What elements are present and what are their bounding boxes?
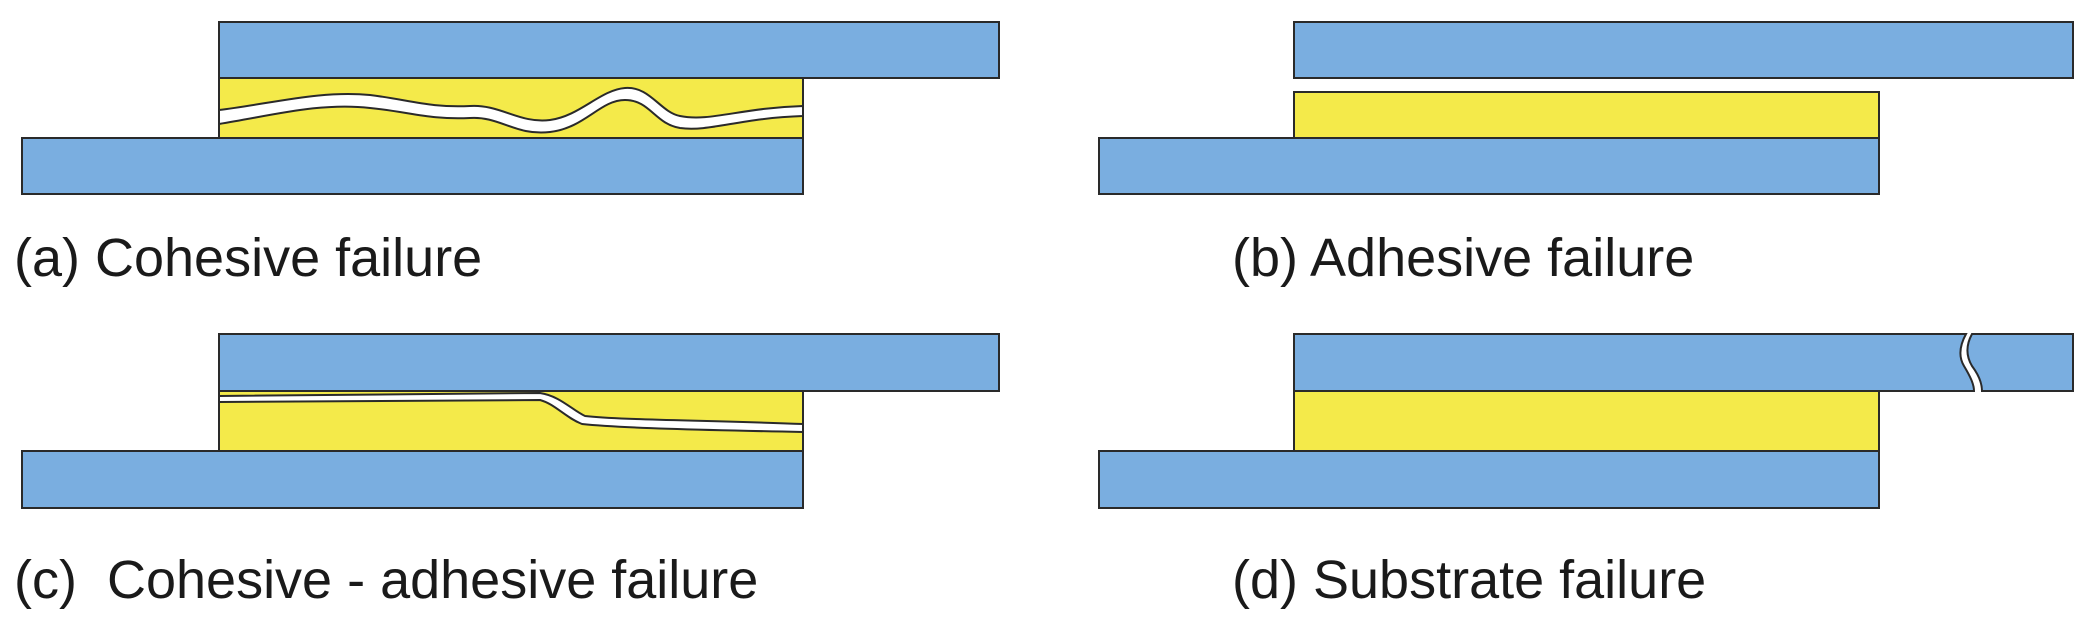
panel-d-top-substrate-right [1966,333,2074,392]
panel-d-substrate-failure: (d) Substrate failure [1098,333,2074,610]
panel-a-cohesive-crack [218,86,804,134]
panel-d-bottom-substrate [1098,450,1880,509]
panel-a-caption: (a) Cohesive failure [14,228,482,288]
panel-b-adhesive-failure: (b) Adhesive failure [1098,21,2074,288]
panel-a-bottom-substrate [21,137,804,195]
panel-c-cohesive-adhesive-failure: (c) Cohesive - adhesive failure [14,333,1000,610]
panel-b-top-substrate [1293,21,2074,79]
panel-d-adhesive-layer [1293,390,1880,452]
panel-d-top-substrate-left [1293,333,1976,392]
panel-a-cohesive-failure: (a) Cohesive failure [14,21,1000,288]
panel-c-mixed-crack [218,392,804,433]
panel-d-caption: (d) Substrate failure [1232,550,1706,610]
panel-b-adhesive-layer [1293,91,1880,139]
panel-c-top-substrate [218,333,1000,392]
panel-c-bottom-substrate [21,450,804,509]
panel-b-bottom-substrate [1098,137,1880,195]
panel-c-caption: (c) Cohesive - adhesive failure [14,550,758,610]
panel-b-caption: (b) Adhesive failure [1232,228,1694,288]
panel-a-top-substrate [218,21,1000,79]
